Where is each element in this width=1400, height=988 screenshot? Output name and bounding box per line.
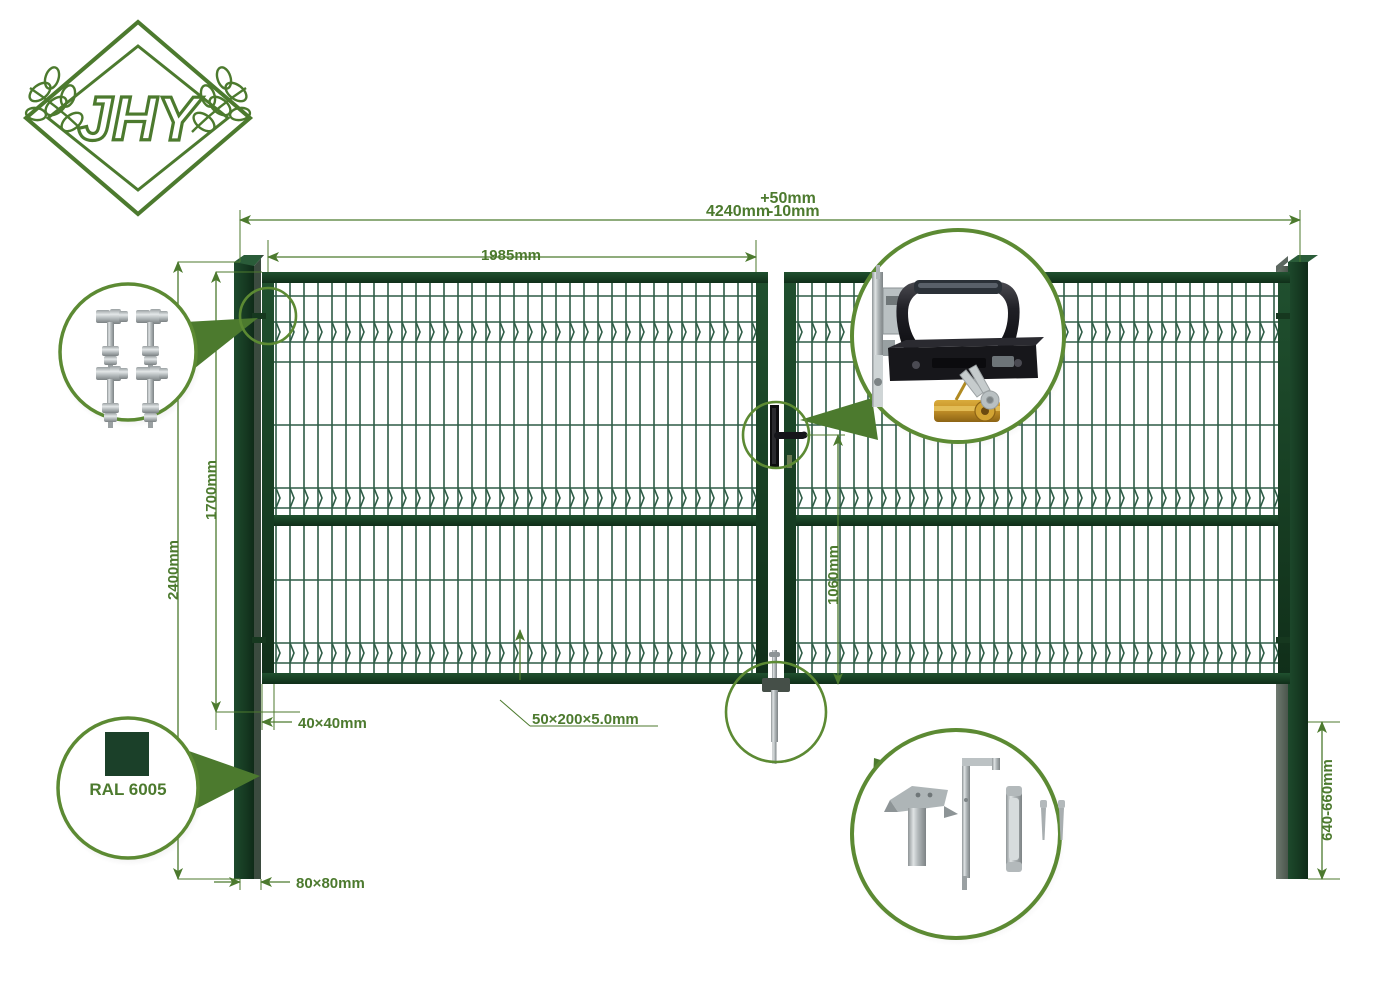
hinge-marks xyxy=(252,313,1290,643)
lock-callout xyxy=(741,228,1070,470)
frame-tube-label: 40×40mm xyxy=(298,715,367,732)
left-post xyxy=(234,255,264,879)
gate-height-label: 1700mm xyxy=(203,460,220,520)
mesh-spec-label: 50×200×5.0mm xyxy=(532,711,639,728)
post-tube-label: 80×80mm xyxy=(296,875,365,892)
ral-color-label: RAL 6005 xyxy=(89,780,166,799)
dimension-lines xyxy=(173,210,1340,890)
ground-socket xyxy=(884,786,958,866)
mounting-screws xyxy=(1040,800,1065,840)
dimension-labels: +50mm 4240mm -10mm 1985mm 2400mm 1700mm … xyxy=(165,190,1336,892)
ral-callout: RAL 6005 xyxy=(56,716,260,866)
logo-text: JHY xyxy=(78,85,204,154)
center-lock-assembly xyxy=(770,405,808,468)
guide-bracket xyxy=(1006,786,1022,872)
drop-bolt xyxy=(762,650,790,764)
lock-height-label: 1060mm xyxy=(825,545,842,605)
lock-cover-plate xyxy=(888,337,1044,381)
leaf-width-label: 1985mm xyxy=(481,247,541,264)
width-tolerance-plus: +50mm xyxy=(760,190,816,207)
hinge-bolt-assembly xyxy=(96,309,168,428)
overall-width-label: 4240mm xyxy=(706,203,770,220)
overall-height-label: 2400mm xyxy=(165,540,182,600)
ral-swatch xyxy=(105,732,149,776)
width-tolerance-minus: -10mm xyxy=(768,203,820,220)
drop-rod xyxy=(962,758,1000,890)
hinge-callout xyxy=(58,282,298,428)
dropbolt-callout xyxy=(724,660,1066,946)
cylinder-and-keys xyxy=(934,364,1000,422)
post-embedment-label: 640-660mm xyxy=(1319,759,1336,841)
brand-logo: JHY xyxy=(22,19,254,217)
gate-leaf-left xyxy=(262,272,768,684)
